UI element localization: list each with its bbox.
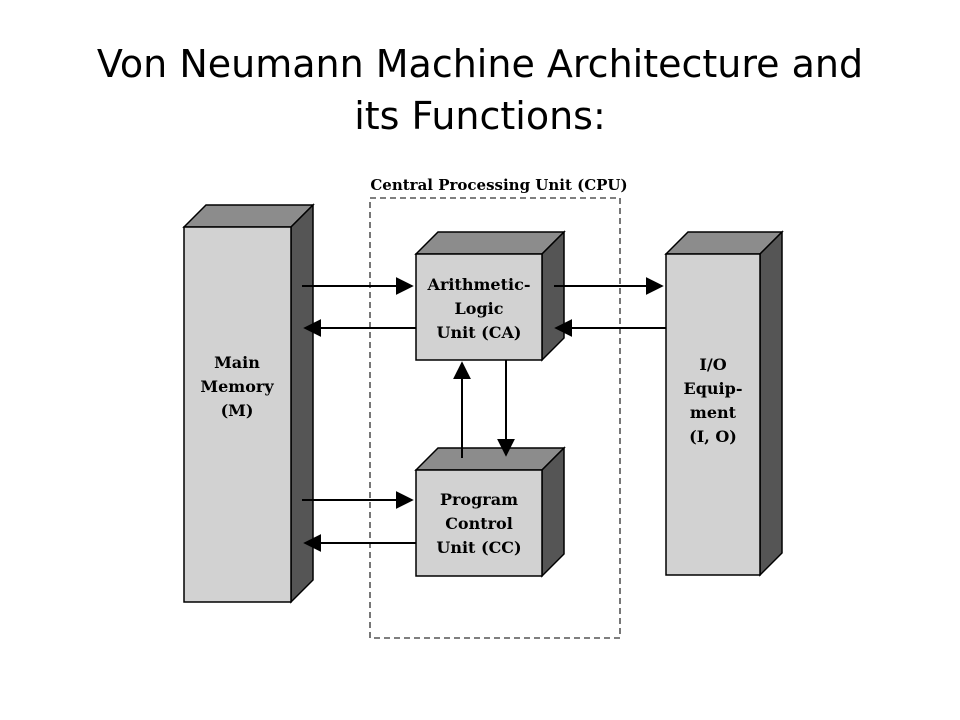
alu-side <box>541 230 565 362</box>
pcu-side <box>541 446 565 578</box>
alu-front <box>415 253 543 361</box>
slide-title-line-1: Von Neumann Machine Architecture and <box>96 42 864 86</box>
main-memory-front <box>183 226 292 603</box>
main-memory-label-3: (M) <box>221 401 254 420</box>
pcu-top <box>414 447 566 471</box>
alu-block: Arithmetic- Logic Unit (CA) <box>414 230 566 362</box>
pcu-label-3: Unit (CC) <box>436 538 521 557</box>
io-label-1: I/O <box>699 355 726 374</box>
pcu-front <box>415 469 543 577</box>
main-memory-block: Main Memory (M) <box>182 203 315 604</box>
alu-label-1: Arithmetic- <box>427 275 531 294</box>
alu-label-2: Logic <box>455 299 504 318</box>
alu-top <box>414 231 566 255</box>
cpu-label: Central Processing Unit (CPU) <box>370 176 627 194</box>
alu-label-3: Unit (CA) <box>437 323 522 342</box>
main-memory-label-2: Memory <box>200 377 274 396</box>
io-label-3: ment <box>690 403 737 422</box>
program-control-unit-block: Program Control Unit (CC) <box>414 446 566 578</box>
slide-title: Von Neumann Machine Architecture and its… <box>0 38 960 142</box>
main-memory-label-1: Main <box>214 353 260 372</box>
pcu-label-1: Program <box>440 490 518 509</box>
io-label-2: Equip- <box>684 379 743 398</box>
io-label-4: (I, O) <box>689 427 737 446</box>
io-front <box>665 253 761 576</box>
io-side <box>759 230 783 577</box>
slide-title-line-2: its Functions: <box>354 94 606 138</box>
cpu-boundary <box>369 197 621 639</box>
io-equipment-block: I/O Equip- ment (I, O) <box>664 230 784 577</box>
pcu-label-2: Control <box>445 514 513 533</box>
